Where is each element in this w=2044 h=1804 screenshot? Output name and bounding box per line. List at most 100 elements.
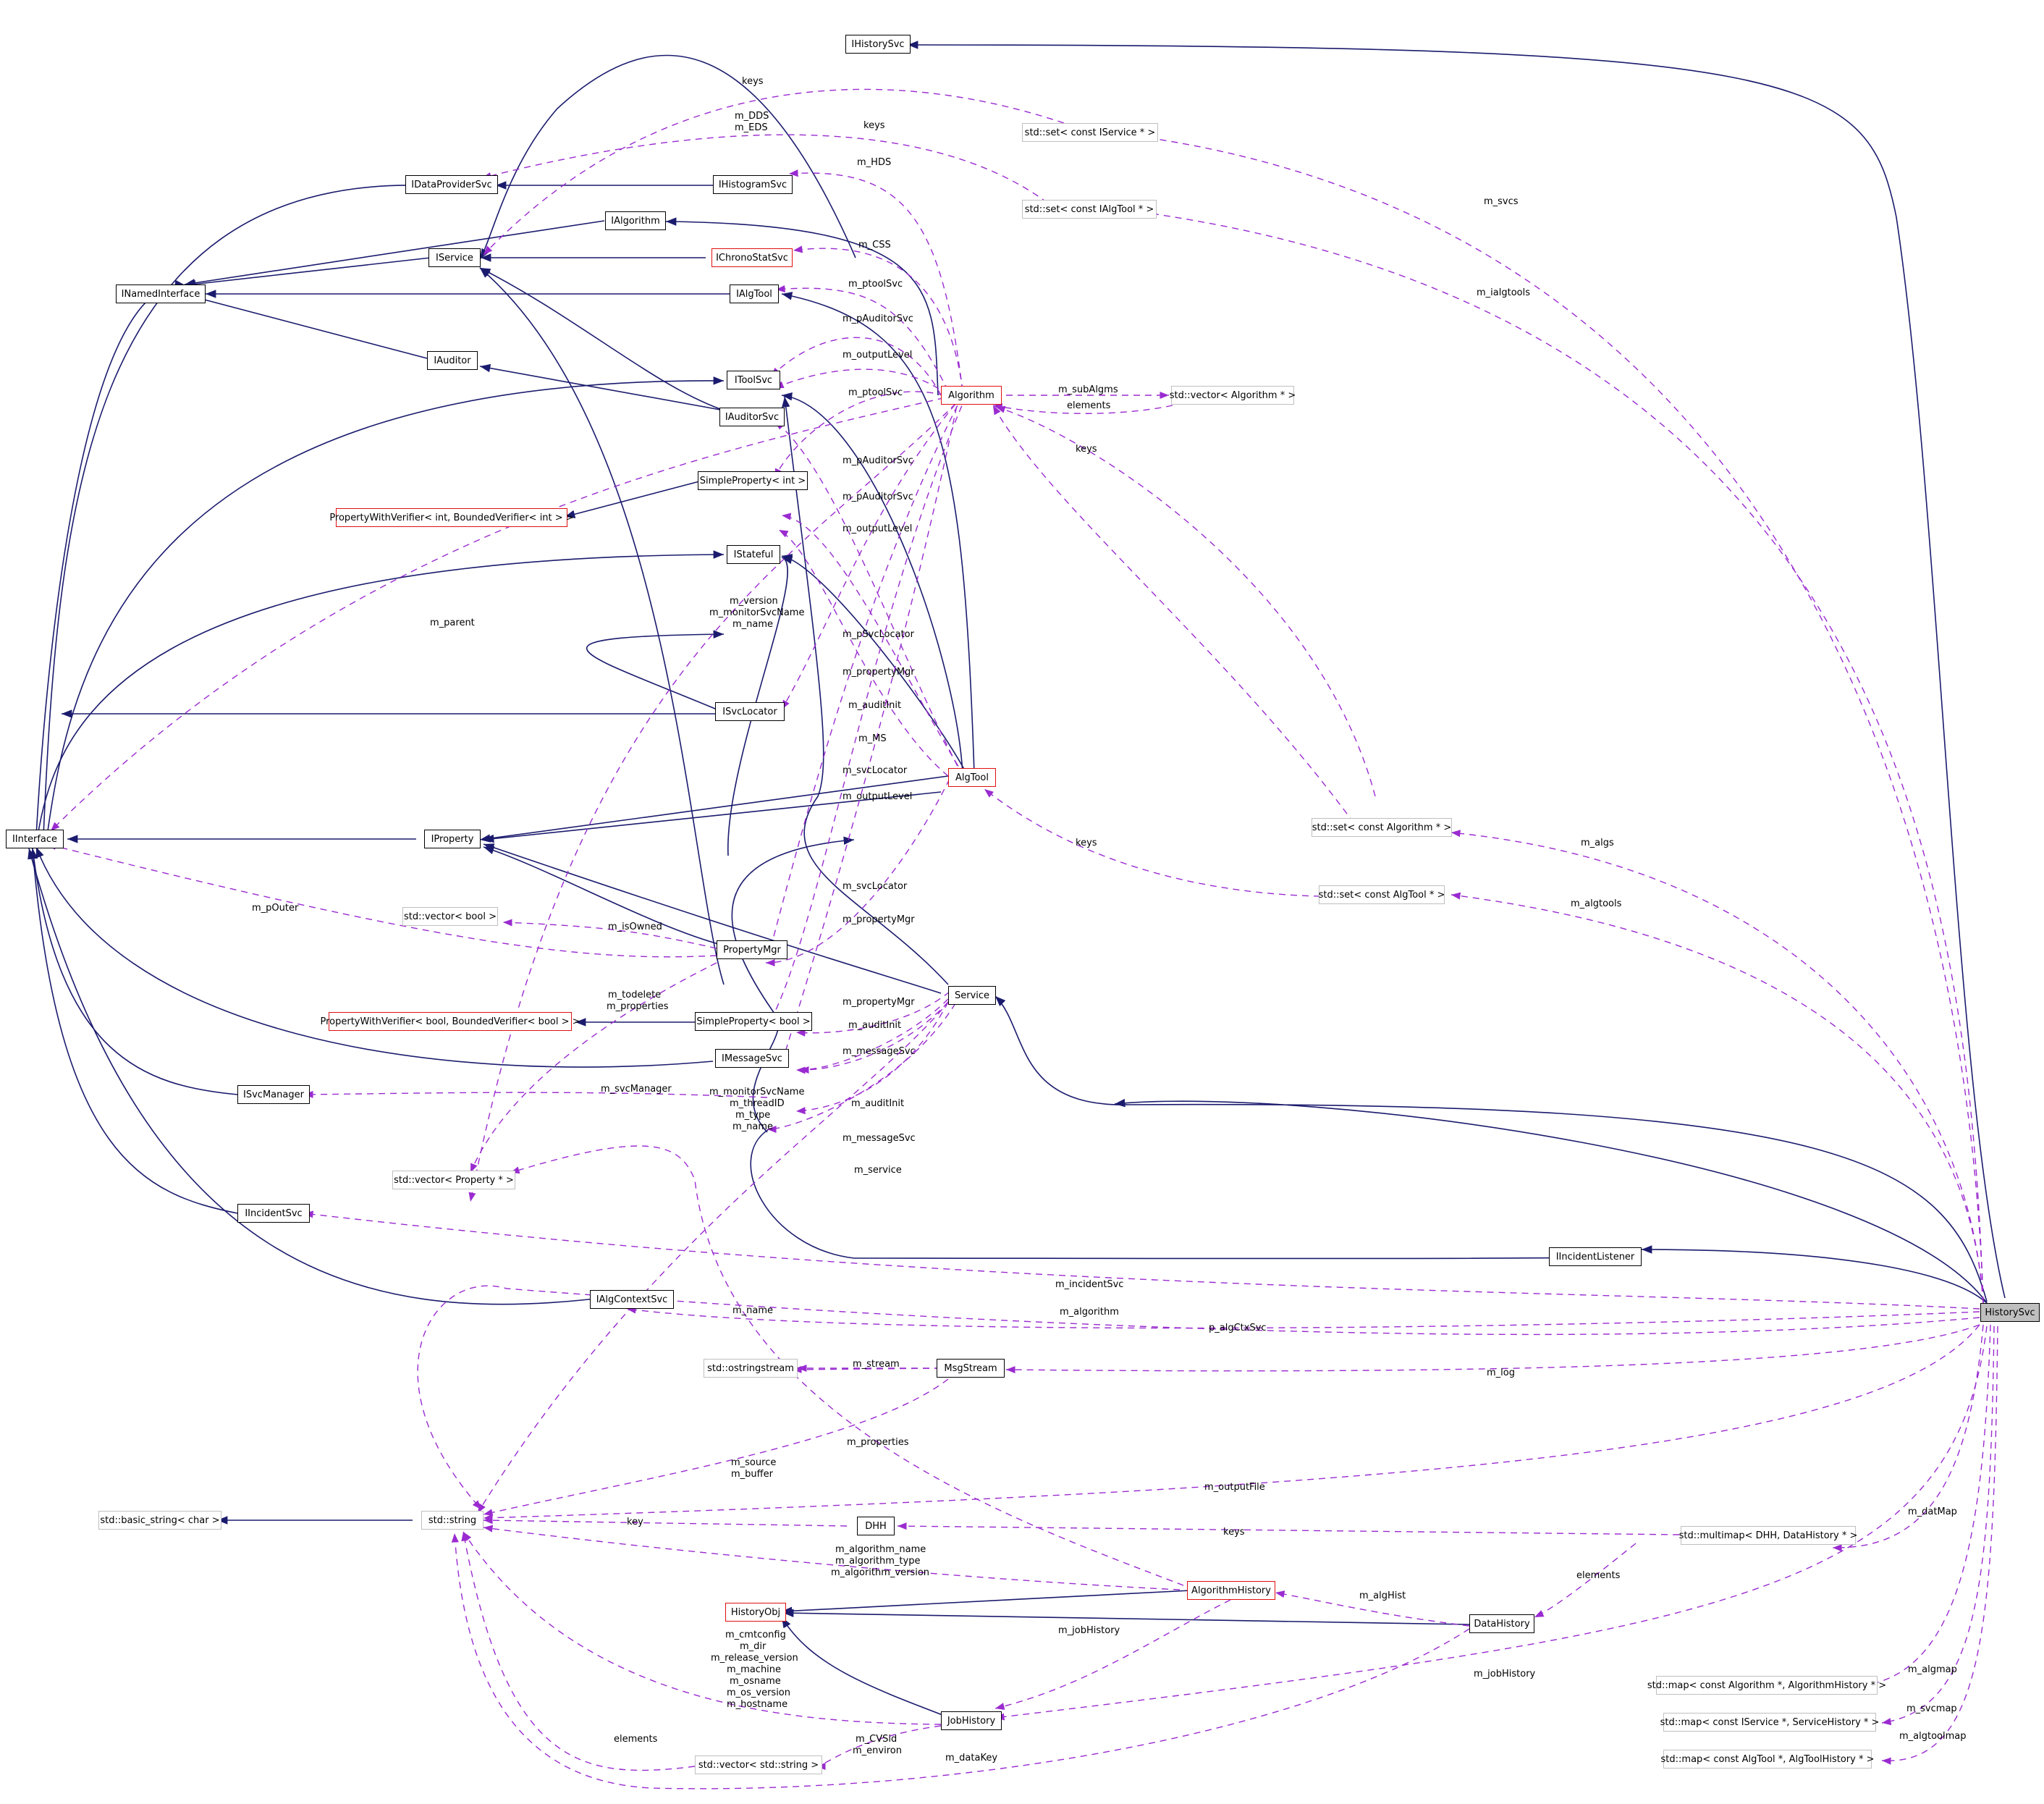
edge-label: m_hostname bbox=[727, 1699, 787, 1710]
edge-label: m_propertyMgr bbox=[842, 914, 915, 925]
edge-label: m_machine bbox=[727, 1664, 781, 1675]
edge-label: m_outputLevel bbox=[842, 523, 912, 534]
node-std-basic-string[interactable]: std::basic_string< char > bbox=[98, 1511, 221, 1530]
node-Service[interactable]: Service bbox=[948, 986, 996, 1005]
edge-label: keys bbox=[1076, 444, 1097, 455]
node-std-multimap-dhh[interactable]: std::multimap< DHH, DataHistory * > bbox=[1679, 1526, 1857, 1545]
edge-label: m_algorithm bbox=[1060, 1307, 1119, 1318]
edge-label: elements bbox=[1576, 1570, 1621, 1581]
node-IToolSvc[interactable]: IToolSvc bbox=[727, 371, 780, 389]
node-std-vector-algorithm[interactable]: std::vector< Algorithm * > bbox=[1170, 386, 1296, 405]
edge-label: m_log bbox=[1487, 1367, 1515, 1378]
edge-label: m_algorithm_name bbox=[835, 1544, 926, 1555]
edge-label: m_CSS bbox=[858, 240, 891, 250]
node-std-map-algorithm[interactable]: std::map< const Algorithm *, AlgorithmHi… bbox=[1647, 1676, 1886, 1695]
node-IChronoStatSvc[interactable]: IChronoStatSvc bbox=[711, 248, 793, 267]
edge-label: m_EDS bbox=[735, 122, 768, 133]
edge-label: m_version bbox=[730, 596, 778, 607]
edge-label: m_svcManager bbox=[601, 1084, 672, 1095]
edge-label: m_outputLevel bbox=[842, 350, 912, 361]
edge-label: m_source bbox=[731, 1457, 776, 1468]
edge-label: m_algtools bbox=[1571, 898, 1622, 909]
edge-label: m_cmtconfig bbox=[725, 1630, 786, 1640]
node-MsgStream[interactable]: MsgStream bbox=[937, 1359, 1005, 1378]
edge-label: keys bbox=[1076, 838, 1097, 848]
node-JobHistory[interactable]: JobHistory bbox=[941, 1711, 1002, 1730]
node-IHistogramSvc[interactable]: IHistogramSvc bbox=[713, 175, 793, 194]
node-ISvcManager[interactable]: ISvcManager bbox=[237, 1085, 310, 1104]
edge-label: m_isOwned bbox=[608, 922, 662, 932]
node-IInterface[interactable]: IInterface bbox=[6, 830, 64, 848]
node-IHistorySvc[interactable]: IHistorySvc bbox=[845, 35, 911, 54]
node-Algorithm[interactable]: Algorithm bbox=[941, 386, 1002, 405]
edge-label: m_environ bbox=[853, 1745, 902, 1756]
edge-label: m_MS bbox=[858, 733, 887, 744]
node-std-set-algorithm[interactable]: std::set< const Algorithm * > bbox=[1312, 818, 1452, 837]
edge-label: m_pSvcLocator bbox=[842, 629, 915, 640]
node-IAlgorithm[interactable]: IAlgorithm bbox=[605, 211, 666, 230]
edge-label: m_messageSvc bbox=[842, 1046, 916, 1057]
edge-label: m_name bbox=[732, 1121, 773, 1132]
node-std-ostringstream[interactable]: std::ostringstream bbox=[704, 1359, 798, 1378]
node-IProperty[interactable]: IProperty bbox=[424, 830, 481, 848]
node-HistoryObj[interactable]: HistoryObj bbox=[725, 1603, 786, 1622]
edge-label: m_threadID bbox=[730, 1098, 785, 1109]
node-std-set-iservice[interactable]: std::set< const IService * > bbox=[1022, 123, 1158, 142]
edge-label: m_todelete bbox=[608, 990, 661, 1000]
edge-label: m_jobHistory bbox=[1474, 1669, 1536, 1679]
edge-label: m_jobHistory bbox=[1058, 1625, 1120, 1636]
node-SimpleProperty-int[interactable]: SimpleProperty< int > bbox=[698, 471, 808, 490]
node-std-string[interactable]: std::string bbox=[421, 1511, 483, 1530]
node-std-vector-string[interactable]: std::vector< std::string > bbox=[695, 1755, 822, 1774]
node-AlgorithmHistory[interactable]: AlgorithmHistory bbox=[1187, 1581, 1275, 1600]
edge-label: m_algorithm_version bbox=[831, 1567, 929, 1578]
node-DataHistory[interactable]: DataHistory bbox=[1469, 1614, 1534, 1633]
edge-label: m_type bbox=[735, 1110, 770, 1121]
node-PropertyWithVerifier-int[interactable]: PropertyWithVerifier< int, BoundedVerifi… bbox=[329, 508, 574, 527]
edge-label: m_svcs bbox=[1484, 196, 1519, 207]
edge-label: m_pAuditorSvc bbox=[842, 313, 913, 324]
node-std-vector-property[interactable]: std::vector< Property * > bbox=[392, 1171, 515, 1189]
node-IAuditorSvc[interactable]: IAuditorSvc bbox=[719, 408, 785, 426]
edge-label: m_name bbox=[732, 1305, 773, 1316]
node-ISvcLocator[interactable]: ISvcLocator bbox=[715, 702, 785, 721]
node-std-map-iservice[interactable]: std::map< const IService *, ServiceHisto… bbox=[1660, 1713, 1879, 1732]
edge-label: m_ptoolSvc bbox=[848, 387, 903, 398]
node-PropertyMgr[interactable]: PropertyMgr bbox=[717, 940, 787, 959]
node-IService[interactable]: IService bbox=[428, 248, 481, 267]
edge-label: m_monitorSvcName bbox=[709, 607, 804, 618]
node-DHH[interactable]: DHH bbox=[857, 1517, 895, 1535]
edge-label: m_incidentSvc bbox=[1055, 1279, 1123, 1290]
node-AlgTool[interactable]: AlgTool bbox=[948, 768, 996, 787]
edge-label: m_osname bbox=[730, 1676, 781, 1687]
node-IAlgContextSvc[interactable]: IAlgContextSvc bbox=[590, 1290, 674, 1309]
node-IDataProviderSvc[interactable]: IDataProviderSvc bbox=[405, 175, 498, 194]
node-IMessageSvc[interactable]: IMessageSvc bbox=[715, 1049, 789, 1068]
edge-label: m_algHist bbox=[1359, 1590, 1406, 1601]
association-edges bbox=[46, 88, 1998, 1790]
node-std-map-algtool[interactable]: std::map< const AlgTool *, AlgToolHistor… bbox=[1661, 1750, 1874, 1769]
edge-label: m_release_version bbox=[711, 1653, 798, 1664]
edge-labels: keys m_DDS m_EDS keys m_HDS m_svcs m_CSS… bbox=[252, 76, 1967, 1763]
inheritance-edges bbox=[28, 41, 2006, 1718]
node-HistorySvc[interactable]: HistorySvc bbox=[1980, 1303, 2040, 1322]
edge-label: m_auditInit bbox=[848, 1020, 901, 1031]
edge-label: m_HDS bbox=[857, 157, 891, 168]
edge-label: m_pAuditorSvc bbox=[842, 455, 913, 466]
node-PropertyWithVerifier-bool[interactable]: PropertyWithVerifier< bool, BoundedVerif… bbox=[320, 1012, 580, 1031]
node-INamedInterface[interactable]: INamedInterface bbox=[116, 284, 206, 303]
node-std-vector-bool[interactable]: std::vector< bool > bbox=[402, 907, 498, 926]
node-SimpleProperty-bool[interactable]: SimpleProperty< bool > bbox=[695, 1012, 812, 1031]
node-IAlgTool[interactable]: IAlgTool bbox=[730, 284, 779, 303]
edge-label: m_subAlgms bbox=[1058, 384, 1118, 395]
node-IAuditor[interactable]: IAuditor bbox=[427, 351, 478, 370]
edge-label: key bbox=[627, 1517, 643, 1527]
node-std-set-algtool[interactable]: std::set< const AlgTool * > bbox=[1319, 885, 1445, 904]
edge-label: m_parent bbox=[430, 618, 475, 628]
node-IStateful[interactable]: IStateful bbox=[727, 545, 780, 564]
node-IIncidentListener[interactable]: IIncidentListener bbox=[1549, 1247, 1642, 1266]
node-IIncidentSvc[interactable]: IIncidentSvc bbox=[237, 1204, 310, 1223]
edge-label: m_pOuter bbox=[252, 903, 299, 914]
node-std-set-ialgtool[interactable]: std::set< const IAlgTool * > bbox=[1022, 200, 1157, 219]
edge-label: m_propertyMgr bbox=[842, 997, 915, 1008]
